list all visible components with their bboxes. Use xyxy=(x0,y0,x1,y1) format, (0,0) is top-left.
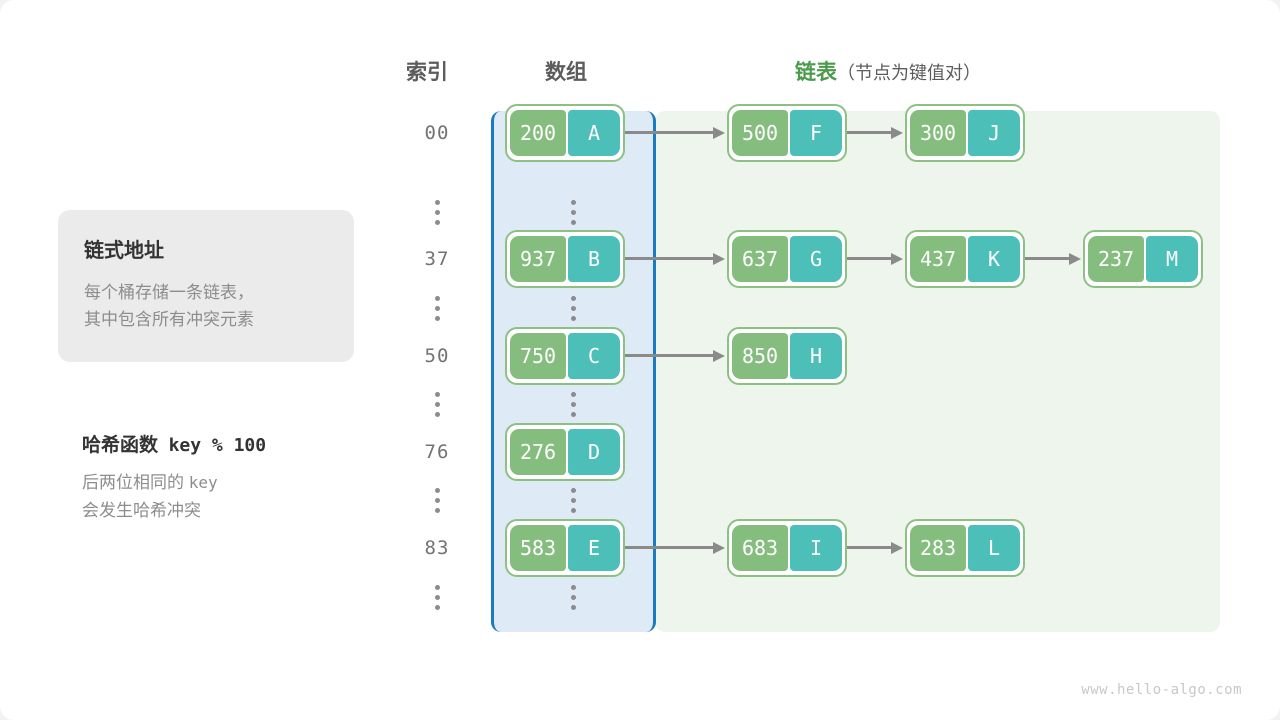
index-ellipsis-icon xyxy=(429,295,445,321)
node-value: J xyxy=(968,110,1020,156)
next-pointer-arrow-icon xyxy=(625,127,727,139)
hash-note-line-1-text: 后两位相同的 xyxy=(82,473,184,492)
next-pointer-arrow-icon xyxy=(1025,253,1083,265)
next-pointer-arrow-icon xyxy=(625,350,727,362)
node-value: H xyxy=(790,333,842,379)
next-pointer-arrow-icon xyxy=(847,253,905,265)
hash-function-expression: key % 100 xyxy=(168,435,267,456)
node-value: G xyxy=(790,236,842,282)
node-key: 937 xyxy=(510,236,566,282)
array-ellipsis-icon xyxy=(565,199,581,225)
node-value: C xyxy=(568,333,620,379)
hash-note-line-1-mono: key xyxy=(188,473,218,492)
array-ellipsis-icon xyxy=(565,584,581,610)
next-pointer-arrow-icon xyxy=(847,127,905,139)
node-key: 637 xyxy=(732,236,788,282)
node-key: 850 xyxy=(732,333,788,379)
node-key: 583 xyxy=(510,525,566,571)
explanation-card: 链式地址 每个桶存储一条链表， 其中包含所有冲突元素 xyxy=(58,210,354,362)
array-ellipsis-icon xyxy=(565,487,581,513)
watermark: www.hello-algo.com xyxy=(1081,682,1242,698)
node-value: M xyxy=(1146,236,1198,282)
array-ellipsis-icon xyxy=(565,295,581,321)
hash-function-note: 哈希函数 key % 100 后两位相同的 key 会发生哈希冲突 xyxy=(82,430,382,525)
node-key: 500 xyxy=(732,110,788,156)
node-value: F xyxy=(790,110,842,156)
node-key: 683 xyxy=(732,525,788,571)
bucket-index-label: 83 xyxy=(424,537,450,559)
index-ellipsis-icon xyxy=(429,487,445,513)
node-value: A xyxy=(568,110,620,156)
node-value: I xyxy=(790,525,842,571)
bucket-index-label: 00 xyxy=(424,122,450,144)
bucket-index-label: 76 xyxy=(424,441,450,463)
node-key: 300 xyxy=(910,110,966,156)
next-pointer-arrow-icon xyxy=(625,542,727,554)
card-title: 链式地址 xyxy=(84,240,164,262)
node-value: L xyxy=(968,525,1020,571)
card-line-2: 其中包含所有冲突元素 xyxy=(84,310,254,330)
hash-function-title: 哈希函数 key % 100 xyxy=(82,430,382,457)
header-linked-list-sub: （节点为键值对） xyxy=(837,63,981,83)
index-ellipsis-icon xyxy=(429,199,445,225)
header-linked-list-main: 链表 xyxy=(795,61,837,84)
index-ellipsis-icon xyxy=(429,584,445,610)
bucket-index-label: 50 xyxy=(424,345,450,367)
node-value: E xyxy=(568,525,620,571)
hash-function-label: 哈希函数 xyxy=(82,435,159,456)
header-array: 数组 xyxy=(545,61,587,84)
bucket-index-label: 37 xyxy=(424,248,450,270)
node-key: 283 xyxy=(910,525,966,571)
next-pointer-arrow-icon xyxy=(625,253,727,265)
node-key: 200 xyxy=(510,110,566,156)
index-ellipsis-icon xyxy=(429,391,445,417)
header-linked-list: 链表（节点为键值对） xyxy=(795,56,981,86)
next-pointer-arrow-icon xyxy=(847,542,905,554)
node-value: D xyxy=(568,429,620,475)
node-key: 437 xyxy=(910,236,966,282)
array-ellipsis-icon xyxy=(565,391,581,417)
header-index: 索引 xyxy=(406,61,448,84)
hash-note-line-1: 后两位相同的 key xyxy=(82,469,382,497)
hash-note-line-2: 会发生哈希冲突 xyxy=(82,501,201,521)
node-key: 237 xyxy=(1088,236,1144,282)
node-value: K xyxy=(968,236,1020,282)
node-key: 276 xyxy=(510,429,566,475)
card-line-1: 每个桶存储一条链表， xyxy=(84,283,254,302)
node-key: 750 xyxy=(510,333,566,379)
node-value: B xyxy=(568,236,620,282)
